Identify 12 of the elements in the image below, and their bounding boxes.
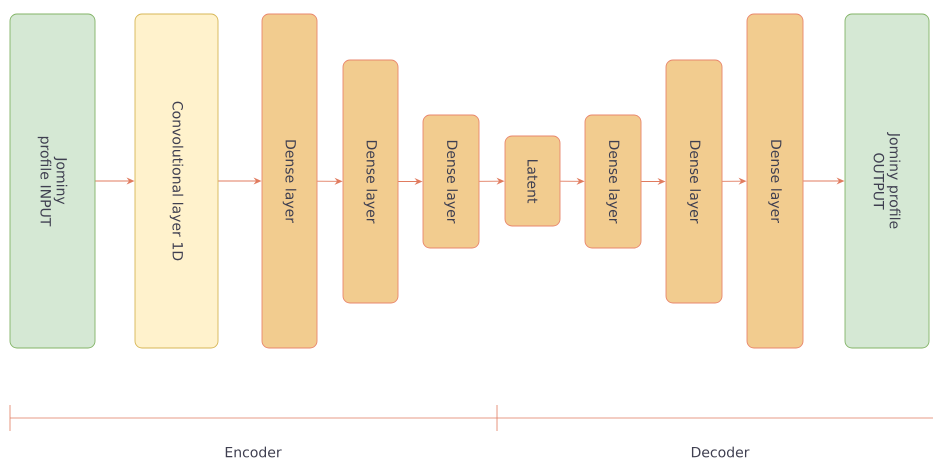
layer-box: Dense layer bbox=[584, 114, 642, 248]
layer-box: Jominy profile OUTPUT bbox=[844, 14, 930, 348]
section-label: Encoder bbox=[226, 446, 282, 458]
layer-box: Dense layer bbox=[342, 60, 398, 304]
section-label: Decoder bbox=[692, 446, 750, 458]
layer-box: Convolutional layer 1D bbox=[134, 14, 218, 348]
layer-box: Dense layer bbox=[746, 14, 804, 348]
layer-box: Latent bbox=[504, 136, 560, 226]
layer-box: Dense layer bbox=[666, 60, 722, 304]
layer-box: Jominy profile INPUT bbox=[10, 14, 96, 348]
layer-box: Dense layer bbox=[422, 114, 480, 248]
layer-box: Dense layer bbox=[262, 14, 318, 348]
